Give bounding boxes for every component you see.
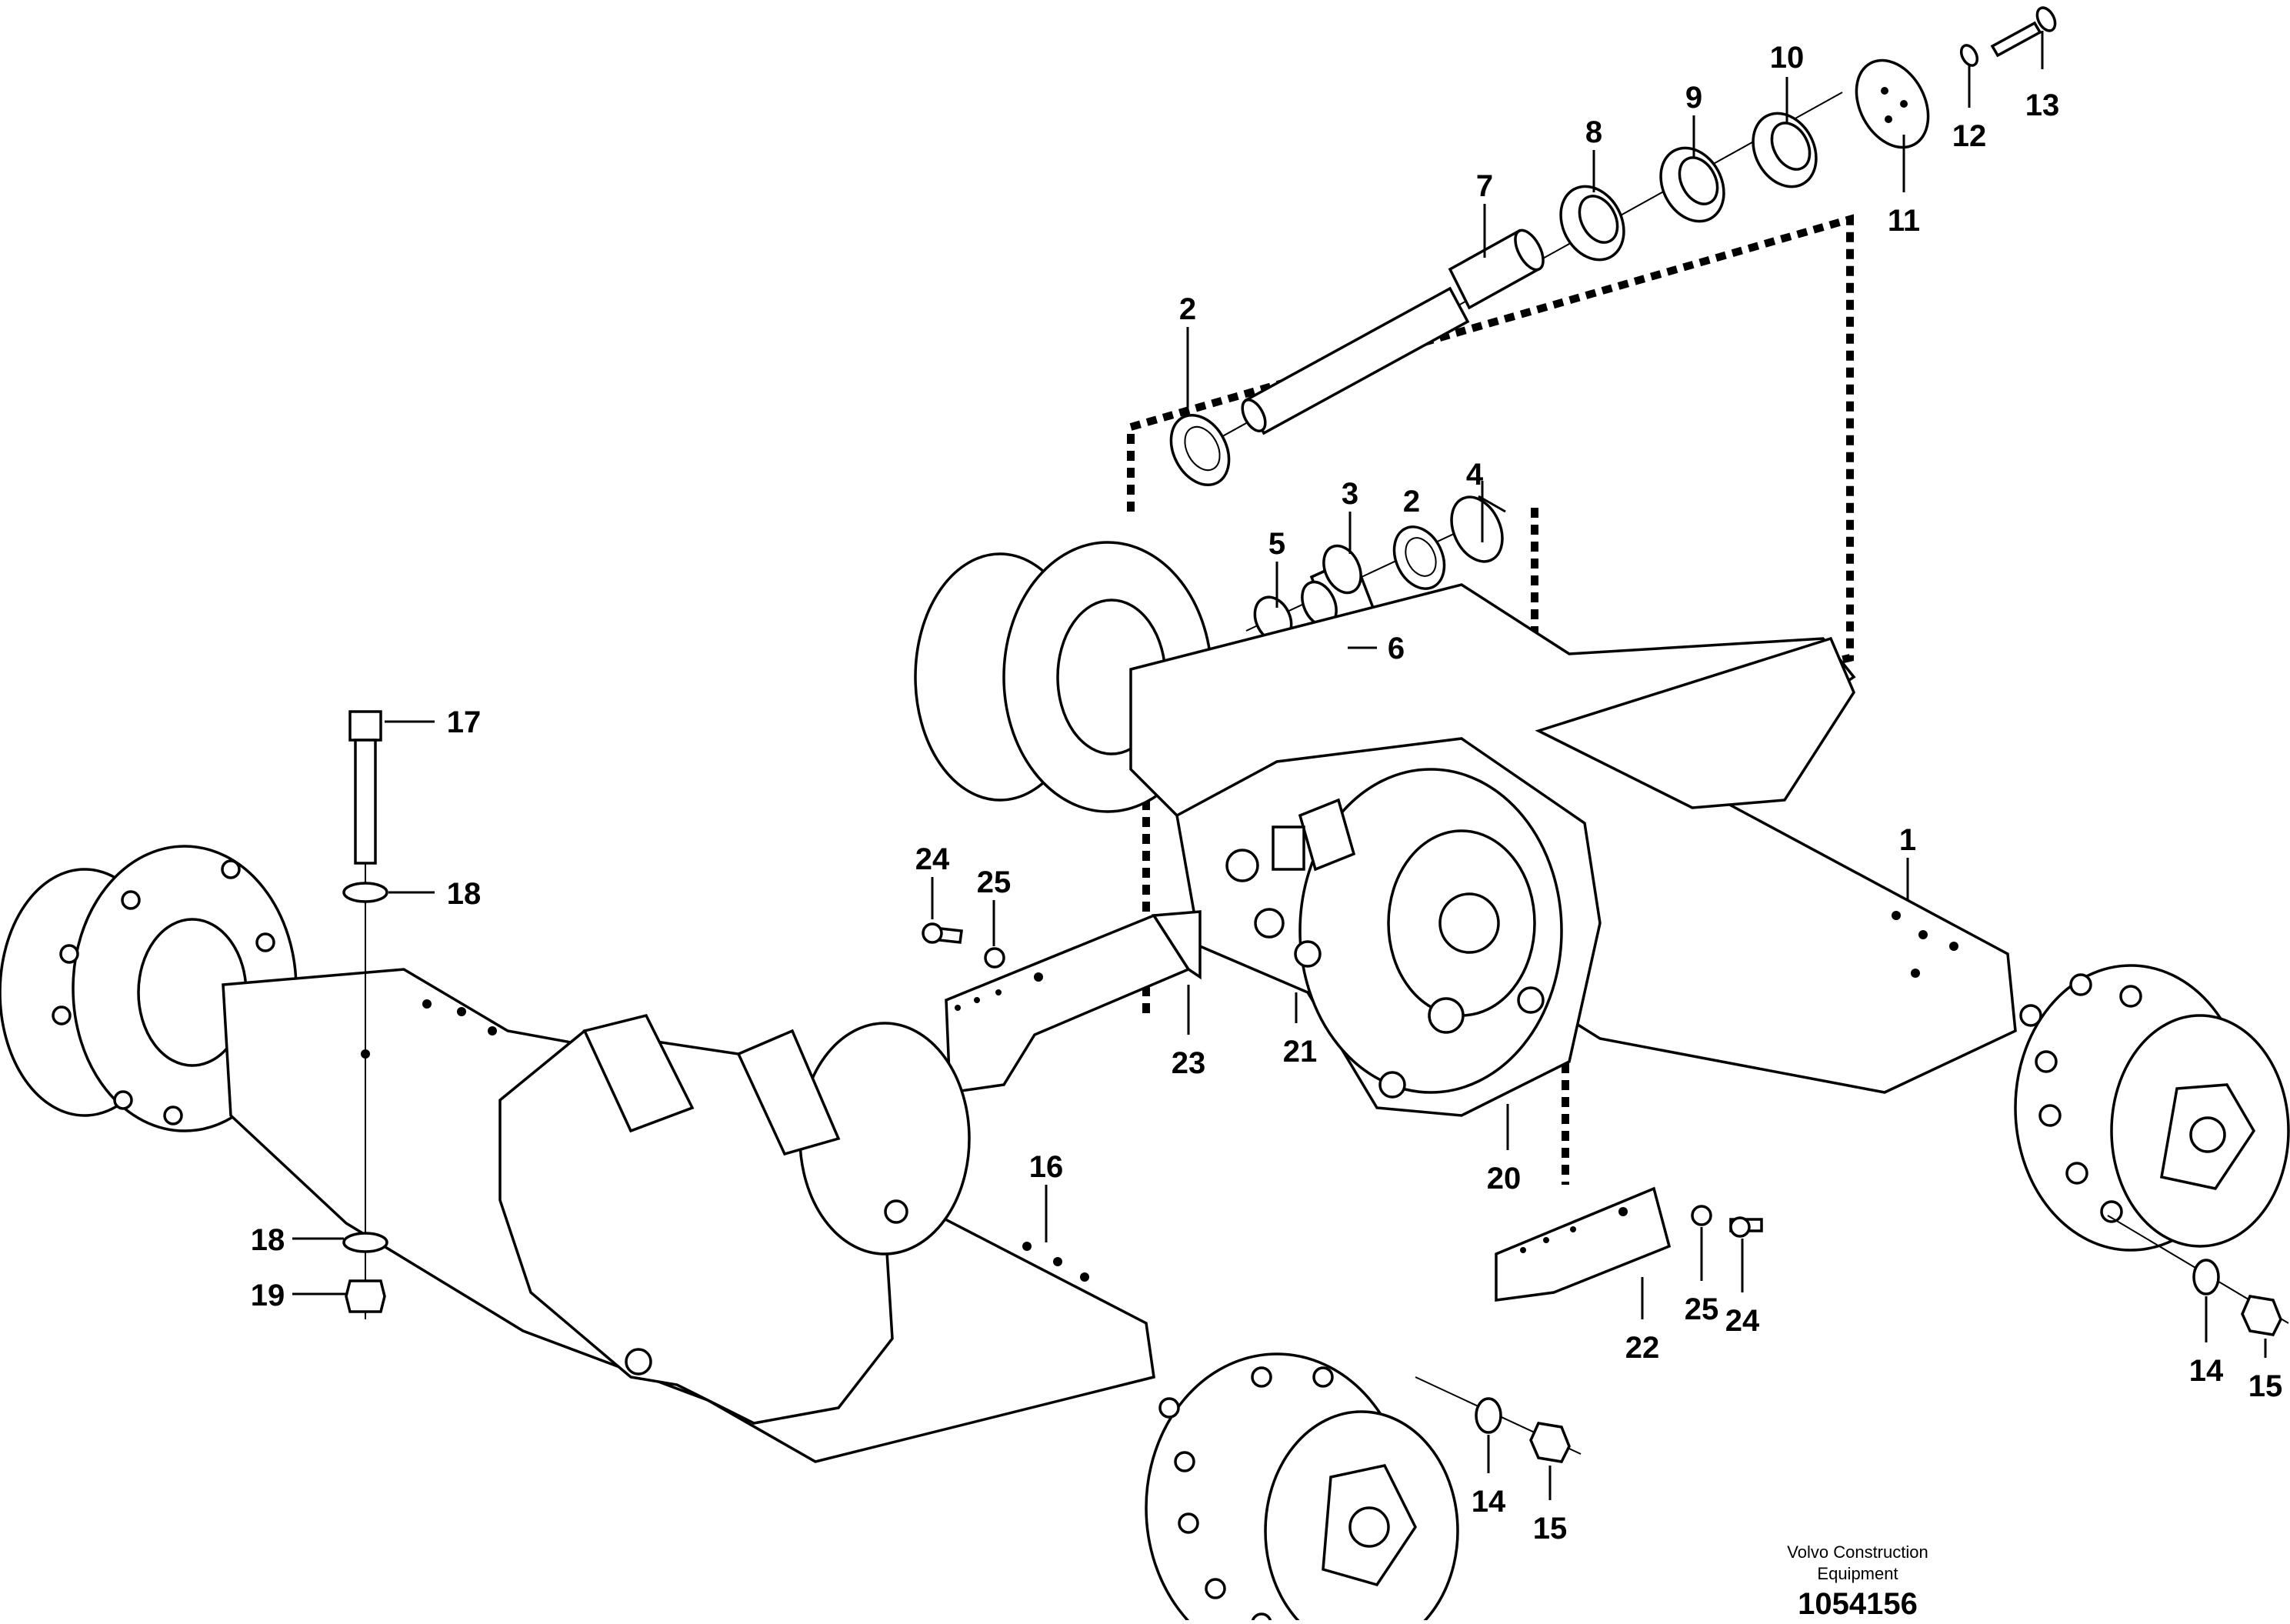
callout-6: 6 — [1388, 632, 1405, 665]
bolt-24-upper — [922, 922, 963, 944]
callout-7: 7 — [1476, 169, 1493, 203]
washer-25-lower — [1691, 1205, 1712, 1226]
callout-21: 21 — [1283, 1035, 1318, 1069]
nut-19 — [345, 1279, 386, 1313]
callout-18: 18 — [447, 877, 482, 911]
mounting-bolt-stack — [342, 710, 388, 1319]
bearing-8 — [1559, 185, 1625, 262]
hub-bolts-right — [2019, 973, 2142, 1223]
washer-14-lower — [1475, 1397, 1502, 1434]
bolt-13 — [1990, 6, 2057, 58]
callout-labels: 1 2 2 3 4 5 6 7 8 9 10 11 12 13 14 14 15… — [251, 41, 2283, 1546]
leader-lines — [292, 31, 2267, 1500]
washer-25-upper — [984, 947, 1005, 969]
washer-18-lower — [342, 1232, 388, 1253]
nut-15-right — [2241, 1295, 2282, 1336]
callout-10: 10 — [1770, 41, 1805, 75]
callout-22: 22 — [1625, 1331, 1660, 1365]
callout-23: 23 — [1172, 1046, 1206, 1080]
callout-12: 12 — [1952, 119, 1987, 153]
callout-24: 24 — [915, 842, 950, 876]
pinion-small-parts — [1245, 495, 1504, 662]
callout-8: 8 — [1585, 115, 1602, 149]
seal-ring-middle — [1392, 525, 1446, 590]
callout-5: 5 — [1268, 527, 1285, 561]
bearing-10 — [1752, 112, 1818, 188]
callout-25: 25 — [1685, 1292, 1719, 1326]
callout-20: 20 — [1487, 1162, 1522, 1195]
callout-24: 24 — [1725, 1304, 1760, 1338]
hub-bolts-lower-right — [1158, 1366, 1334, 1624]
callout-14: 14 — [1472, 1485, 1506, 1519]
publisher-name-line2: Equipment — [1817, 1564, 1898, 1583]
rear-axle-housing — [914, 541, 2290, 1252]
bracket-22 — [1495, 1186, 1672, 1302]
drive-shaft — [1241, 228, 1545, 435]
callout-15: 15 — [2248, 1369, 2283, 1403]
callout-9: 9 — [1685, 81, 1702, 115]
flange-plate-11 — [1855, 58, 1930, 149]
publisher-name-line1: Volvo Construction — [1787, 1542, 1928, 1562]
callout-14: 14 — [2189, 1354, 2224, 1388]
bolt-24-lower — [1729, 1216, 1763, 1238]
figure-number: 1054156 — [1798, 1587, 1918, 1620]
callout-19: 19 — [251, 1279, 285, 1312]
washer-14-right — [2192, 1259, 2220, 1296]
publisher-footer: Volvo Construction Equipment 1054156 — [1787, 1542, 1928, 1621]
callout-3: 3 — [1342, 477, 1358, 511]
callout-16: 16 — [1029, 1150, 1064, 1184]
callout-1: 1 — [1899, 823, 1916, 857]
bracket-23 — [945, 910, 1202, 1095]
front-axle-housing — [0, 845, 1459, 1624]
callout-25: 25 — [977, 865, 1012, 899]
callout-4: 4 — [1466, 458, 1484, 492]
bearing-9 — [1659, 146, 1725, 223]
callout-17: 17 — [447, 705, 482, 739]
shaft-assembly — [1169, 6, 2057, 487]
nut-15-lower — [1529, 1422, 1571, 1463]
callout-18: 18 — [251, 1223, 285, 1257]
seal-ring-upper — [1169, 413, 1231, 487]
callout-13: 13 — [2025, 88, 2060, 122]
o-ring-4 — [1450, 495, 1504, 563]
washer-12 — [1959, 44, 1979, 67]
callout-11: 11 — [1888, 204, 1920, 238]
bolt-17 — [348, 710, 382, 865]
callout-15: 15 — [1533, 1512, 1568, 1546]
mounting-pad-right — [1892, 911, 1958, 978]
differential-carrier — [1175, 737, 1602, 1117]
stud-hardware-lower — [1415, 1376, 1582, 1463]
stud-hardware-right — [2107, 1215, 2289, 1336]
washer-18-upper — [342, 882, 388, 903]
callout-2: 2 — [1179, 292, 1196, 326]
callout-2: 2 — [1403, 485, 1420, 519]
